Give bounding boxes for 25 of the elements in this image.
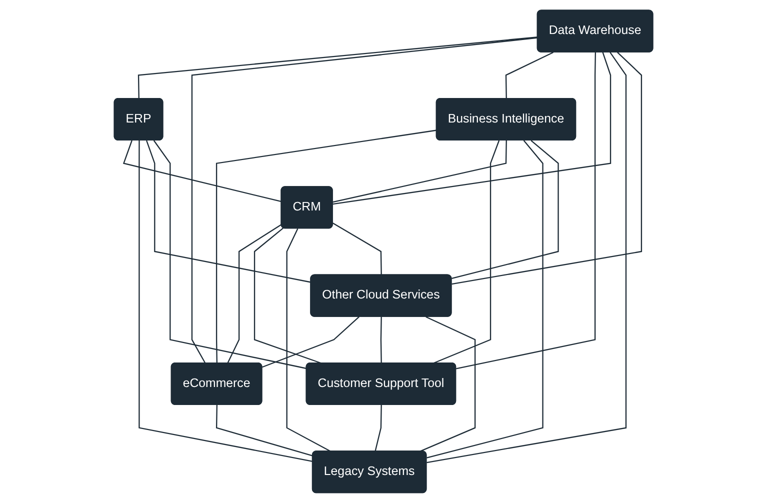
connector xyxy=(433,140,500,364)
connector xyxy=(506,52,554,99)
connector xyxy=(139,140,314,462)
connector xyxy=(427,52,628,464)
connector xyxy=(228,224,282,364)
connector xyxy=(286,228,332,452)
connector xyxy=(456,52,596,370)
connector xyxy=(452,140,560,280)
connector xyxy=(333,52,612,205)
connector xyxy=(154,140,308,370)
connector xyxy=(262,316,360,368)
connector xyxy=(123,140,282,202)
connector xyxy=(420,316,476,452)
connector xyxy=(138,36,538,99)
connector xyxy=(216,405,314,456)
connector xyxy=(146,140,312,283)
connector xyxy=(216,130,438,364)
connector xyxy=(333,222,382,276)
connector xyxy=(333,140,508,203)
connector xyxy=(375,405,382,452)
connector xyxy=(452,52,642,285)
connector xyxy=(254,228,322,364)
connector xyxy=(380,316,382,364)
connector xyxy=(427,140,544,458)
connector xyxy=(192,37,538,364)
